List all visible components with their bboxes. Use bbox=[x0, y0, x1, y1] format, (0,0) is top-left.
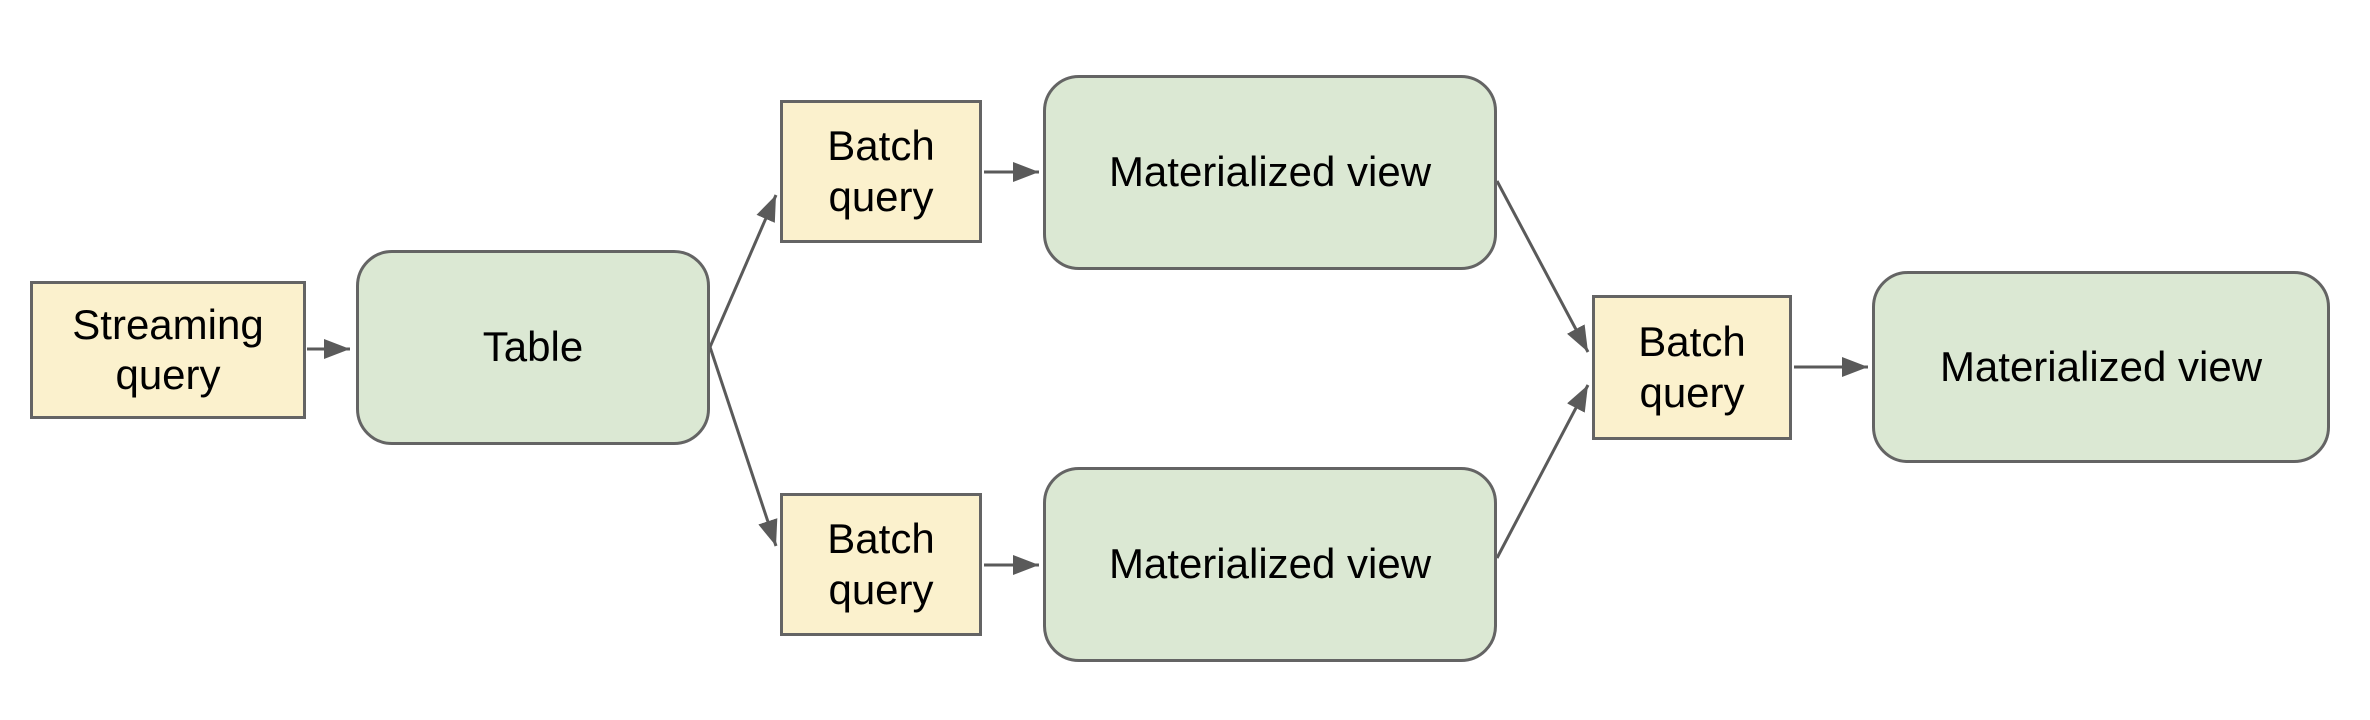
node-streaming-query-label: Streaming query bbox=[72, 300, 264, 398]
node-batch-query-top-label: Batch query bbox=[827, 122, 935, 220]
node-streaming-query: Streaming query bbox=[30, 281, 306, 419]
node-batch-query-bottom: Batch query bbox=[780, 493, 982, 636]
arrow-materialized-view-top-to-batch-query-right bbox=[1495, 180, 1590, 353]
arrow-materialized-view-bottom-to-batch-query-right bbox=[1495, 384, 1590, 559]
node-table: Table bbox=[356, 250, 710, 445]
node-materialized-view-bottom: Materialized view bbox=[1043, 467, 1497, 662]
node-batch-query-right: Batch query bbox=[1592, 295, 1792, 440]
node-table-label: Table bbox=[482, 323, 584, 371]
node-materialized-view-final-label: Materialized view bbox=[1939, 342, 2263, 390]
node-batch-query-right-label: Batch query bbox=[1638, 318, 1746, 416]
arrow-table-to-batch-query-top bbox=[708, 194, 778, 348]
node-materialized-view-top-label: Materialized view bbox=[1108, 148, 1432, 196]
node-materialized-view-bottom-label: Materialized view bbox=[1108, 540, 1432, 588]
node-batch-query-bottom-label: Batch query bbox=[827, 515, 935, 613]
node-materialized-view-final: Materialized view bbox=[1872, 271, 2330, 463]
node-batch-query-top: Batch query bbox=[780, 100, 982, 243]
node-materialized-view-top: Materialized view bbox=[1043, 75, 1497, 270]
arrow-table-to-batch-query-bottom bbox=[708, 346, 778, 547]
